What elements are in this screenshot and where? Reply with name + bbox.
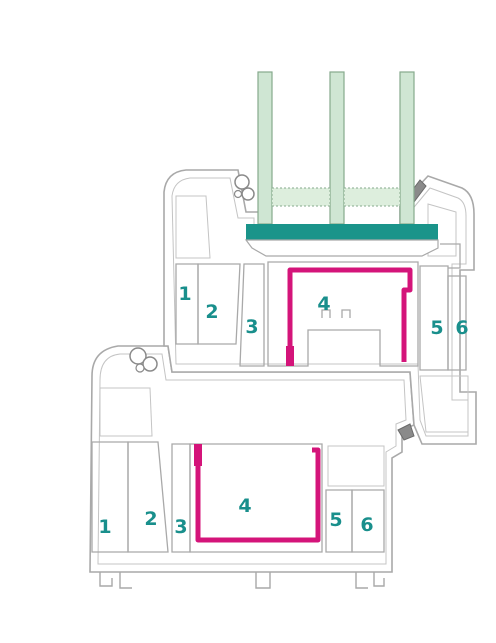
sash-label-4: 4 [317, 293, 330, 315]
frame-label-1: 1 [98, 516, 111, 538]
spacer-left [271, 187, 331, 207]
gasket-icon [397, 423, 415, 441]
frame-foot-left [99, 572, 113, 587]
sash-center-clip [321, 309, 351, 318]
sash-label-6: 6 [455, 317, 468, 339]
bead-hook [440, 243, 461, 269]
sash-label-1: 1 [178, 283, 191, 305]
frame-foot-far-right [373, 572, 385, 587]
frame-profile [89, 345, 415, 589]
gasket-icon [233, 174, 255, 201]
frame-label-6: 6 [360, 514, 373, 536]
sash-chamber-3 [239, 263, 265, 367]
frame-label-5: 5 [329, 509, 342, 531]
sash-chamber-labels: 1 2 3 4 5 6 [178, 283, 468, 339]
sash-label-2: 2 [205, 301, 218, 323]
frame-upper-chamber [99, 387, 153, 437]
steel-reinforcement-icon [194, 444, 321, 543]
frame-chamber-4 [189, 443, 323, 553]
steel-reinforcement-icon [286, 267, 413, 366]
spacer-right [343, 187, 401, 207]
sash-label-5: 5 [430, 317, 443, 339]
sash-upper-chamber-left [175, 195, 211, 259]
frame-reinforcement [195, 446, 321, 543]
frame-foot-right [355, 572, 368, 589]
gasket-icon [129, 347, 158, 373]
glass-pane-left [257, 71, 273, 225]
frame-foot-center [255, 572, 271, 589]
glass-pane-middle [329, 71, 345, 225]
frame-chamber-labels: 1 2 3 4 5 6 [98, 495, 373, 538]
frame-outline [89, 345, 415, 573]
glass-pane-right [399, 71, 415, 225]
frame-foot-mid-left [119, 572, 132, 589]
glazing-bead-icon [244, 224, 439, 257]
sash-chamber-4 [267, 261, 419, 367]
frame-label-4: 4 [238, 495, 251, 517]
sash-reinforcement [287, 267, 413, 364]
frame-chamber-6 [351, 489, 385, 553]
frame-label-2: 2 [144, 508, 157, 530]
frame-chamber-2 [127, 441, 169, 553]
sash-chamber-6 [447, 275, 467, 371]
frame-drain-channel [327, 445, 385, 487]
triple-glazing-icon [257, 71, 415, 225]
sash-inner-outline [171, 177, 469, 437]
sash-label-3: 3 [245, 316, 258, 338]
sash-lower-chamber [419, 375, 469, 433]
sash-chamber-2 [197, 263, 241, 345]
frame-inner-outline [97, 353, 407, 565]
frame-label-3: 3 [174, 516, 187, 538]
